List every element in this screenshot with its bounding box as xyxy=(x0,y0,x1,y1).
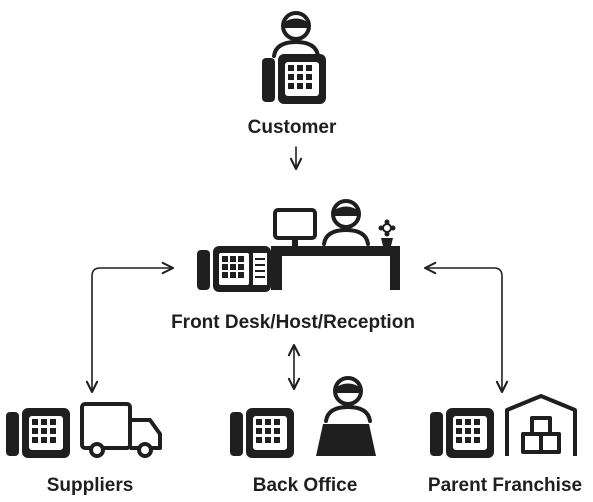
parent-franchise-label: Parent Franchise xyxy=(428,475,582,496)
laptop-icon xyxy=(316,424,376,456)
desk-phone-icon xyxy=(197,246,271,292)
parent-franchise-node: Parent Franchise xyxy=(428,394,582,496)
receptionist-icon xyxy=(322,199,370,246)
truck-icon xyxy=(80,402,162,458)
front-desk-node: Front Desk/Host/Reception xyxy=(171,199,415,333)
edge-front-desk-suppliers xyxy=(85,261,175,394)
front-desk-label: Front Desk/Host/Reception xyxy=(171,312,415,333)
phone-icon xyxy=(430,408,494,458)
desk-icon xyxy=(271,246,400,290)
suppliers-label: Suppliers xyxy=(47,475,134,496)
flower-pot-icon xyxy=(378,219,396,246)
warehouse-icon xyxy=(505,394,577,456)
suppliers-node: Suppliers xyxy=(6,402,162,496)
phone-icon xyxy=(230,408,294,458)
back-office-node: Back Office xyxy=(230,376,376,496)
back-office-label: Back Office xyxy=(253,475,358,496)
edge-front-desk-parent-franchise xyxy=(423,261,509,394)
phone-icon xyxy=(262,54,326,104)
customer-node: Customer xyxy=(248,11,337,138)
person-icon xyxy=(324,376,372,423)
customer-label: Customer xyxy=(248,117,337,138)
monitor-icon xyxy=(273,208,317,246)
phone-icon xyxy=(6,408,70,458)
person-icon xyxy=(272,11,320,58)
